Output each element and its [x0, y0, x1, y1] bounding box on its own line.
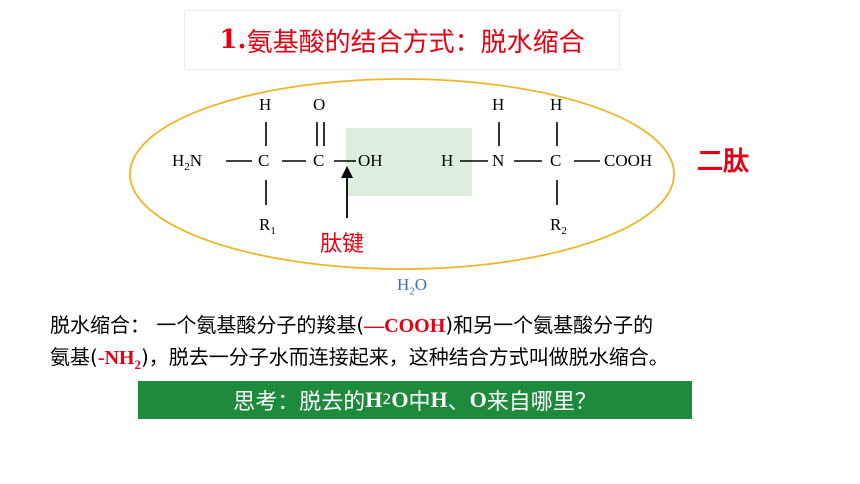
explanation-line-1: 脱水缩合： 一个氨基酸分子的羧基(—COOH)和另一个氨基酸分子的	[50, 313, 654, 337]
peptide-bond-arrow-head	[341, 166, 353, 178]
water-formula: H2O	[397, 275, 428, 298]
title-text: 氨基酸的结合方式：脱水缩合	[246, 27, 585, 58]
carboxyl-highlight: —COOH	[364, 315, 446, 337]
peptide-bond-label: 肽键	[320, 232, 365, 257]
r1-group: R1	[259, 215, 276, 237]
carboxyl-group: COOH	[604, 151, 652, 170]
r2-group: R2	[550, 215, 567, 237]
left-c-carboxyl: C	[313, 151, 324, 170]
right-h-top-n: H	[492, 95, 504, 114]
water-removal-highlight	[346, 128, 472, 196]
left-o-top: O	[313, 95, 325, 114]
right-h-on-n: H	[441, 151, 453, 170]
dipeptide-label: 二肽	[697, 147, 750, 177]
amino-group: H2N	[172, 151, 202, 173]
left-h-top: H	[259, 95, 271, 114]
title-number: 1.	[219, 25, 247, 55]
amino-highlight: -NH2	[97, 347, 141, 372]
explanation-line-2: 氨基(-NH2)，脱去一分子水而连接起来，这种结合方式叫做脱水缩合。	[50, 345, 669, 372]
slide-title: 1.氨基酸的结合方式：脱水缩合	[184, 10, 620, 70]
right-c-alpha: C	[550, 151, 561, 170]
right-h-top-c: H	[550, 95, 562, 114]
left-c-alpha: C	[258, 151, 269, 170]
molecule-ellipse	[129, 78, 675, 270]
hydroxyl-group: OH	[358, 151, 383, 170]
right-n: N	[492, 151, 504, 170]
explanation-text: 脱水缩合： 一个氨基酸分子的羧基(—COOH)和另一个氨基酸分子的 氨基(-NH…	[50, 310, 830, 380]
dipeptide-diagram: H O H2N C C OH R1 H H H N C COOH R2	[129, 78, 675, 270]
